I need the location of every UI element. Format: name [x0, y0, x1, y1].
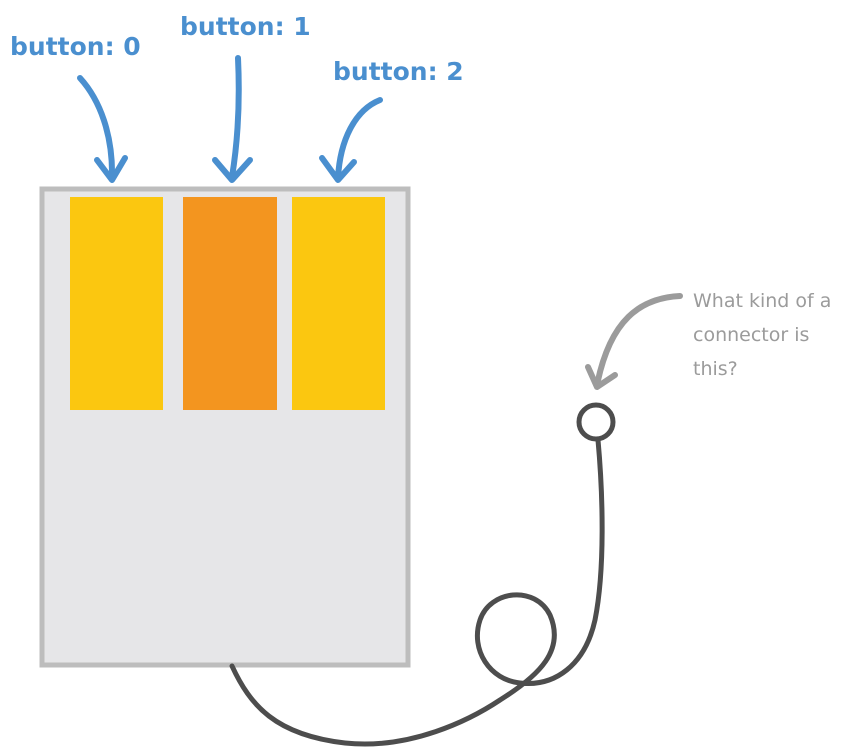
annotation-line-3: this?: [693, 358, 738, 380]
button-2-label: button: 2: [333, 57, 464, 86]
button-1-label: button: 1: [180, 12, 311, 41]
button-0-label: button: 0: [10, 32, 141, 61]
button-1-arrow: [212, 55, 253, 183]
button-2-arrow: [319, 97, 383, 183]
mouse-cable: [229, 437, 605, 747]
connector-circle: [576, 402, 616, 442]
annotation-arrow: [585, 293, 683, 390]
mouse-button-1: [183, 197, 277, 410]
annotation-line-1: What kind of a: [693, 290, 831, 312]
mouse-button-2: [292, 197, 385, 410]
mouse-button-0: [70, 197, 163, 410]
button-0-arrow: [77, 75, 128, 183]
annotation-line-2: connector is: [693, 324, 809, 346]
